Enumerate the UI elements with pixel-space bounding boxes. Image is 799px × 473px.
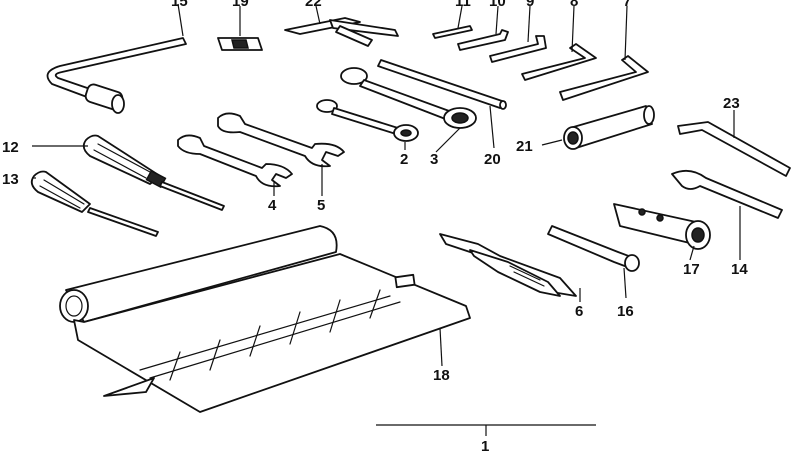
part-7-hex-key xyxy=(559,55,649,101)
part-23-hex-key xyxy=(677,121,791,177)
callout-labels: 15 19 22 11 10 9 8 7 23 12 21 2 3 20 13 … xyxy=(2,0,748,455)
callout-7: 7 xyxy=(623,0,631,10)
part-14-hook-spanner xyxy=(671,169,783,219)
callout-2: 2 xyxy=(400,151,408,168)
part-10-hex-key xyxy=(457,29,509,51)
part-3-ring-spanner xyxy=(340,67,477,129)
callout-22: 22 xyxy=(305,0,322,10)
callout-10: 10 xyxy=(489,0,506,10)
part-16-socket xyxy=(547,225,640,272)
callout-13: 13 xyxy=(2,171,19,188)
callout-11: 11 xyxy=(455,0,471,10)
part-8-hex-key xyxy=(521,43,597,81)
callout-9: 9 xyxy=(526,0,534,10)
part-11-hex-key xyxy=(432,25,473,39)
callout-12: 12 xyxy=(2,139,19,156)
part-6-pliers xyxy=(439,233,577,297)
callout-4: 4 xyxy=(268,197,277,214)
part-13-screwdriver xyxy=(30,170,159,237)
leader-lines xyxy=(32,3,741,367)
callout-17: 17 xyxy=(683,261,700,278)
part-18-tool-roll xyxy=(59,225,471,413)
part-12-screwdriver xyxy=(82,134,225,211)
part-22-feeler-gauge xyxy=(284,17,399,47)
callout-6: 6 xyxy=(575,303,583,320)
part-5-open-spanner xyxy=(217,112,345,168)
callout-21: 21 xyxy=(516,138,533,155)
callout-15: 15 xyxy=(171,0,188,10)
callout-23: 23 xyxy=(723,95,740,112)
part-17-plug-spanner xyxy=(613,203,711,250)
callout-20: 20 xyxy=(484,151,501,168)
callout-5: 5 xyxy=(317,197,325,214)
part-9-hex-key xyxy=(489,35,547,63)
callout-8: 8 xyxy=(570,0,578,10)
part-20-tommy-bar xyxy=(377,59,507,110)
callout-19: 19 xyxy=(232,0,249,10)
part-4-open-spanner xyxy=(177,134,293,188)
callout-3: 3 xyxy=(430,151,438,168)
callout-1: 1 xyxy=(481,438,489,455)
part-15-socket-wrench xyxy=(46,37,187,114)
part-21-box-spanner xyxy=(563,105,655,150)
part-2-ring-spanner xyxy=(316,99,419,142)
callout-16: 16 xyxy=(617,303,634,320)
part-19-clip xyxy=(217,37,263,51)
callout-18: 18 xyxy=(433,367,450,384)
callout-14: 14 xyxy=(731,261,748,278)
